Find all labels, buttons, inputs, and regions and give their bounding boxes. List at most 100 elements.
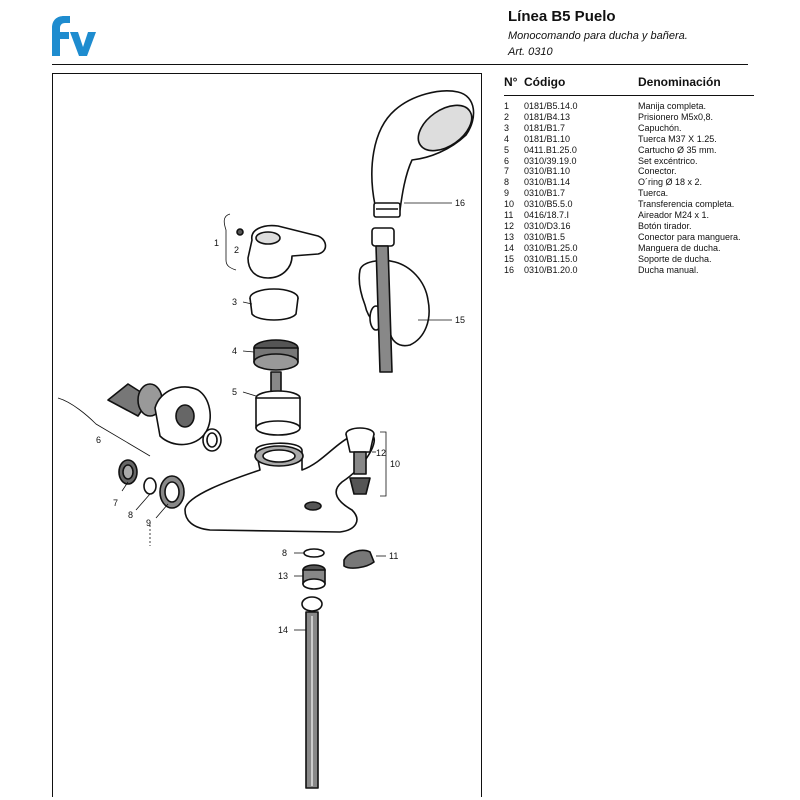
callout-1: 1: [214, 238, 219, 248]
callout-9: 9: [146, 518, 151, 528]
part-name: Tuerca.: [638, 188, 669, 199]
diverter-button-part: [345, 427, 375, 495]
callout-14: 14: [278, 625, 288, 635]
part-code: 0310/B1.7: [524, 188, 566, 199]
part-number: 5: [504, 144, 510, 155]
bracket-1: [223, 213, 237, 271]
part-name: Tuerca M37 X 1.25.: [638, 133, 717, 144]
callout-3: 3: [232, 297, 237, 307]
part-code: 0310/B1.25.0: [524, 242, 578, 253]
callout-6: 6: [96, 435, 101, 445]
part-name: Prisionero M5x0,8.: [638, 111, 714, 122]
hand-shower-part: [371, 90, 475, 218]
callout-11: 11: [389, 551, 398, 561]
part-number: 4: [504, 133, 510, 144]
callout-2: 2: [234, 245, 239, 255]
part-name: Cartucho Ø 35 mm.: [638, 144, 717, 155]
part-number: 7: [504, 166, 510, 177]
set-screw-part: [236, 228, 244, 236]
page-title: Línea B5 Puelo: [508, 8, 616, 25]
bracket-10: [380, 431, 387, 497]
callout-12: 12: [376, 448, 386, 458]
callout-8a: 8: [128, 510, 133, 520]
callout-10: 10: [390, 459, 400, 469]
cap-part: [249, 288, 299, 321]
part-number: 12: [504, 220, 515, 231]
callout-15: 15: [455, 315, 465, 325]
parts-table: N° Código Denominación 1 0181/B5.14.0 Mani…: [504, 75, 754, 276]
mixer-body-part: [184, 432, 376, 533]
part-code: 0181/B1.10: [524, 133, 571, 144]
part-number: 10: [504, 199, 515, 210]
table-row: 3 0181/B1.7 Capuchón.: [504, 123, 754, 134]
page-subtitle: Monocomando para ducha y bañera.: [508, 30, 688, 42]
table-row: 8 0310/B1.14 O´ring Ø 18 x 2.: [504, 177, 754, 188]
part-code: 0181/B4.13: [524, 111, 571, 122]
part-name: Conector.: [638, 166, 677, 177]
part-name: Capuchón.: [638, 122, 682, 133]
col-header-number: N°: [504, 75, 524, 96]
table-row: 14 0310/B1.25.0 Manguera de ducha.: [504, 243, 754, 254]
part-code: 0310/B1.15.0: [524, 253, 578, 264]
part-code: 0310/D3.16: [524, 220, 571, 231]
part-code: 0181/B5.14.0: [524, 101, 578, 111]
callout-4: 4: [232, 346, 237, 356]
part-number: 3: [504, 122, 510, 133]
shower-holder-part: [358, 227, 430, 373]
connector-part: [118, 459, 138, 485]
part-name: Aireador M24 x 1.: [638, 210, 710, 221]
cartridge-part: [255, 371, 301, 436]
fv-logo: [52, 16, 96, 56]
part-name: Set excéntrico.: [638, 155, 698, 166]
part-number: 8: [504, 177, 510, 188]
oring-lower-part: [303, 548, 325, 558]
part-number: 6: [504, 155, 510, 166]
shower-hose-part: [301, 596, 323, 789]
part-name: Manguera de ducha.: [638, 242, 721, 253]
table-row: 1 0181/B5.14.0 Manija completa.: [504, 96, 754, 112]
callout-16: 16: [455, 198, 465, 208]
exploded-diagram-frame: [52, 73, 482, 797]
part-number: 15: [504, 253, 515, 264]
nut-small-part: [159, 475, 185, 509]
article-number: Art. 0310: [508, 46, 553, 58]
table-row: 4 0181/B1.10 Tuerca M37 X 1.25.: [504, 134, 754, 145]
part-number: 16: [504, 264, 515, 275]
col-header-name: Denominación: [638, 75, 754, 96]
col-header-code: Código: [524, 75, 638, 96]
callout-7: 7: [113, 498, 118, 508]
header-divider: [52, 64, 748, 65]
part-code: 0181/B1.7: [524, 122, 566, 133]
part-number: 14: [504, 242, 515, 253]
part-name: Ducha manual.: [638, 264, 699, 275]
part-number: 11: [504, 210, 514, 221]
hose-connector-part: [302, 564, 326, 590]
part-code: 0310/B1.14: [524, 177, 571, 188]
parts-table-header: N° Código Denominación: [504, 75, 754, 96]
callout-8b: 8: [282, 548, 287, 558]
part-name: Transferencia completa.: [638, 199, 735, 210]
part-name: O´ring Ø 18 x 2.: [638, 177, 703, 188]
part-code: 0310/B1.10: [524, 166, 571, 177]
table-row: 7 0310/B1.10 Conector.: [504, 166, 754, 177]
bracket-6: [57, 397, 151, 457]
callout-5: 5: [232, 387, 237, 397]
table-row: 6 0310/39.19.0 Set excéntrico.: [504, 156, 754, 167]
part-number: 1: [504, 101, 510, 111]
callout-13: 13: [278, 571, 288, 581]
part-number: 13: [504, 231, 515, 242]
part-name: Botón tirador.: [638, 220, 692, 231]
part-code: 0310/B1.5: [524, 231, 566, 242]
part-name: Manija completa.: [638, 101, 707, 111]
eccentric-set-part: [107, 383, 222, 452]
part-code: 0310/39.19.0: [524, 155, 577, 166]
